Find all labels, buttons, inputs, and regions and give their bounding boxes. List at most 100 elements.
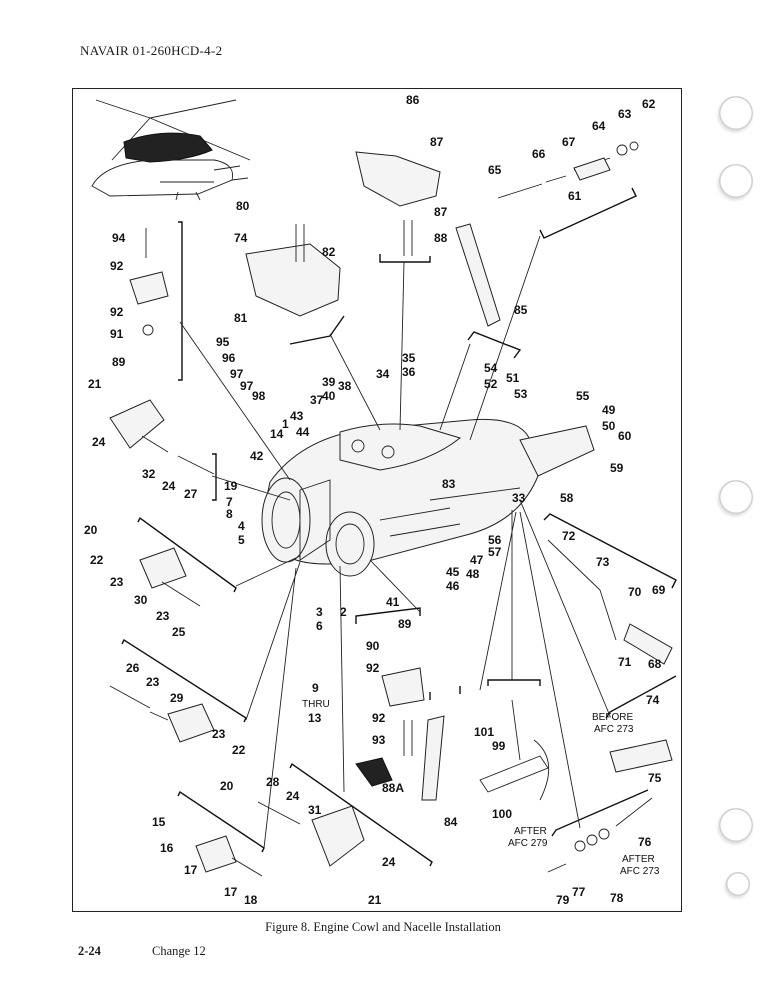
page-number: 2-24 <box>78 944 101 958</box>
callout: 93 <box>372 733 386 747</box>
callout: 1 <box>282 417 289 431</box>
callout: 8 <box>226 507 233 521</box>
callout: 42 <box>250 449 264 463</box>
before-afc-273-line1: BEFORE <box>592 712 633 723</box>
change-number: Change 12 <box>152 944 206 958</box>
callout: 74 <box>646 693 660 707</box>
callout: 92 <box>366 661 380 675</box>
callout: 26 <box>126 661 140 675</box>
callout: 45 <box>446 565 460 579</box>
callout: 68 <box>648 657 662 671</box>
callout: 40 <box>322 389 336 403</box>
callout: 92 <box>110 305 124 319</box>
callout: 23 <box>212 727 226 741</box>
lower-hardware-groups <box>109 399 673 877</box>
callout: 73 <box>596 555 610 569</box>
callout: 97 <box>230 367 244 381</box>
callout: 67 <box>562 135 576 149</box>
callout: 25 <box>172 625 186 639</box>
callout: 16 <box>160 841 174 855</box>
callout: 89 <box>398 617 412 631</box>
callout: 39 <box>322 375 336 389</box>
callout: 33 <box>512 491 526 505</box>
callout: 24 <box>286 789 300 803</box>
callout: 23 <box>156 609 170 623</box>
bracket-lines <box>121 187 677 867</box>
callout: 35 <box>402 351 416 365</box>
callout: 3 <box>316 605 323 619</box>
callout: 34 <box>376 367 390 381</box>
callout: 66 <box>532 147 546 161</box>
callout: 19 <box>224 479 238 493</box>
callout: 48 <box>466 567 480 581</box>
callout: 38 <box>338 379 352 393</box>
callout: 47 <box>470 553 484 567</box>
nacelle-assembly <box>261 418 595 577</box>
thru-range-start: 9 <box>312 681 319 695</box>
callout: 22 <box>232 743 246 757</box>
callout: 92 <box>372 711 386 725</box>
callout: 31 <box>308 803 322 817</box>
callout: 88 <box>434 231 448 245</box>
callout: 87 <box>434 205 448 219</box>
callout: 2 <box>340 605 347 619</box>
thru-word: THRU <box>302 699 330 710</box>
callout: 63 <box>618 107 632 121</box>
binder-hole <box>719 96 753 130</box>
callout: 71 <box>618 655 632 669</box>
callout: 85 <box>514 303 528 317</box>
callout: 17 <box>184 863 198 877</box>
callout: 91 <box>110 327 124 341</box>
callout: 17 <box>224 885 238 899</box>
callout: 57 <box>488 545 502 559</box>
callout: 84 <box>444 815 458 829</box>
callout: 23 <box>110 575 124 589</box>
callout: 36 <box>402 365 416 379</box>
callout: 22 <box>90 553 104 567</box>
callout: 56 <box>488 533 502 547</box>
callout: 59 <box>610 461 624 475</box>
callout: 6 <box>316 619 323 633</box>
after-afc-279-line2: AFC 279 <box>508 838 548 849</box>
after-afc-279-line1: AFTER <box>514 826 547 837</box>
callout: 92 <box>110 259 124 273</box>
callout: 29 <box>170 691 184 705</box>
callout: 24 <box>92 435 106 449</box>
callout: 80 <box>236 199 250 213</box>
binder-hole <box>719 808 753 842</box>
callout: 24 <box>382 855 396 869</box>
callout: 46 <box>446 579 460 593</box>
callout-labels: 86 87 62 63 64 67 66 65 61 87 88 80 74 8… <box>84 93 666 907</box>
binder-hole <box>719 480 753 514</box>
callout: 21 <box>88 377 102 391</box>
callout: 88A <box>382 781 404 795</box>
callout: 4 <box>238 519 245 533</box>
callout: 49 <box>602 403 616 417</box>
figure-frame <box>72 88 682 912</box>
figure-notes: 9 THRU 13 BEFORE AFC 273 AFTER AFC 279 A… <box>302 681 660 877</box>
binder-hole <box>726 872 750 896</box>
callout: 101 <box>474 725 494 739</box>
document-id: NAVAIR 01-260HCD-4-2 <box>80 43 223 58</box>
callout: 41 <box>386 595 400 609</box>
figure-caption: Figure 8. Engine Cowl and Nacelle Instal… <box>265 920 501 934</box>
callout: 76 <box>638 835 652 849</box>
callout: 79 <box>556 893 570 907</box>
callout: 54 <box>484 361 498 375</box>
callout: 20 <box>84 523 98 537</box>
callout: 50 <box>602 419 616 433</box>
callout: 24 <box>162 479 176 493</box>
callout: 37 <box>310 393 324 407</box>
callout: 28 <box>266 775 280 789</box>
callout: 83 <box>442 477 456 491</box>
callout: 98 <box>252 389 266 403</box>
callout: 69 <box>652 583 666 597</box>
callout: 89 <box>112 355 126 369</box>
callout: 21 <box>368 893 382 907</box>
after-afc-273-line2: AFC 273 <box>620 866 660 877</box>
callout: 81 <box>234 311 248 325</box>
callout: 7 <box>226 495 233 509</box>
callout: 99 <box>492 739 506 753</box>
callout: 97 <box>240 379 254 393</box>
callout: 23 <box>146 675 160 689</box>
